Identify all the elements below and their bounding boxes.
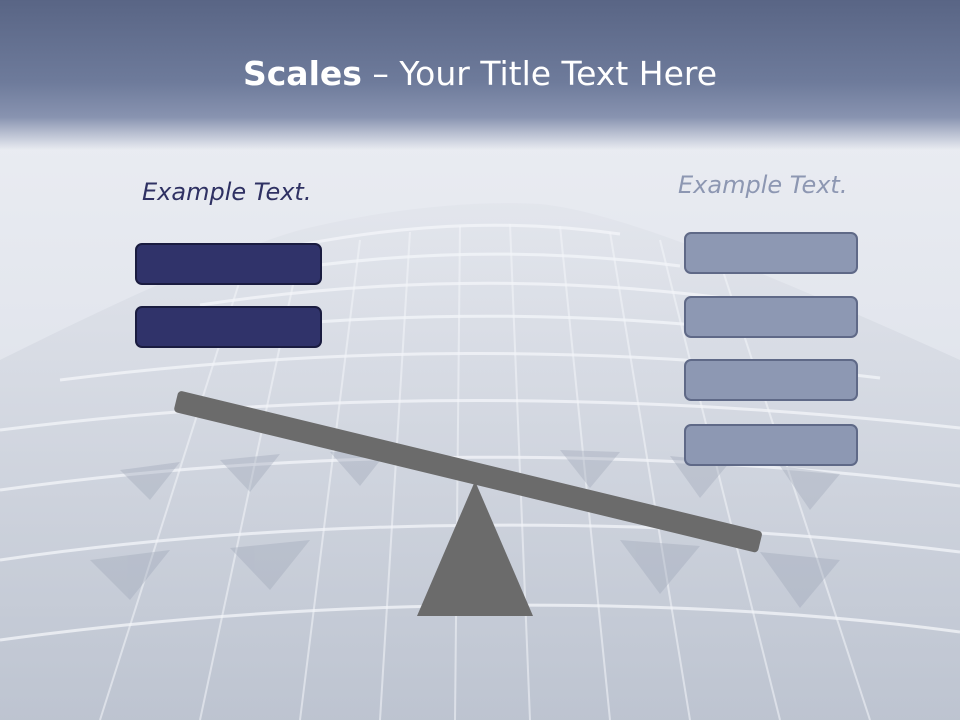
scale-fulcrum xyxy=(417,481,533,616)
slide-title: Scales – Your Title Text Here xyxy=(0,54,960,94)
left-box-1 xyxy=(135,243,322,285)
right-label: Example Text. xyxy=(678,171,848,199)
right-box-4 xyxy=(684,424,858,466)
left-box-2 xyxy=(135,306,322,348)
title-bold: Scales xyxy=(242,54,362,93)
title-band xyxy=(0,0,960,150)
right-box-1 xyxy=(684,232,858,274)
right-box-3 xyxy=(684,359,858,401)
right-box-2 xyxy=(684,296,858,338)
title-rest: – Your Title Text Here xyxy=(361,54,718,93)
left-label: Example Text. xyxy=(142,178,312,206)
